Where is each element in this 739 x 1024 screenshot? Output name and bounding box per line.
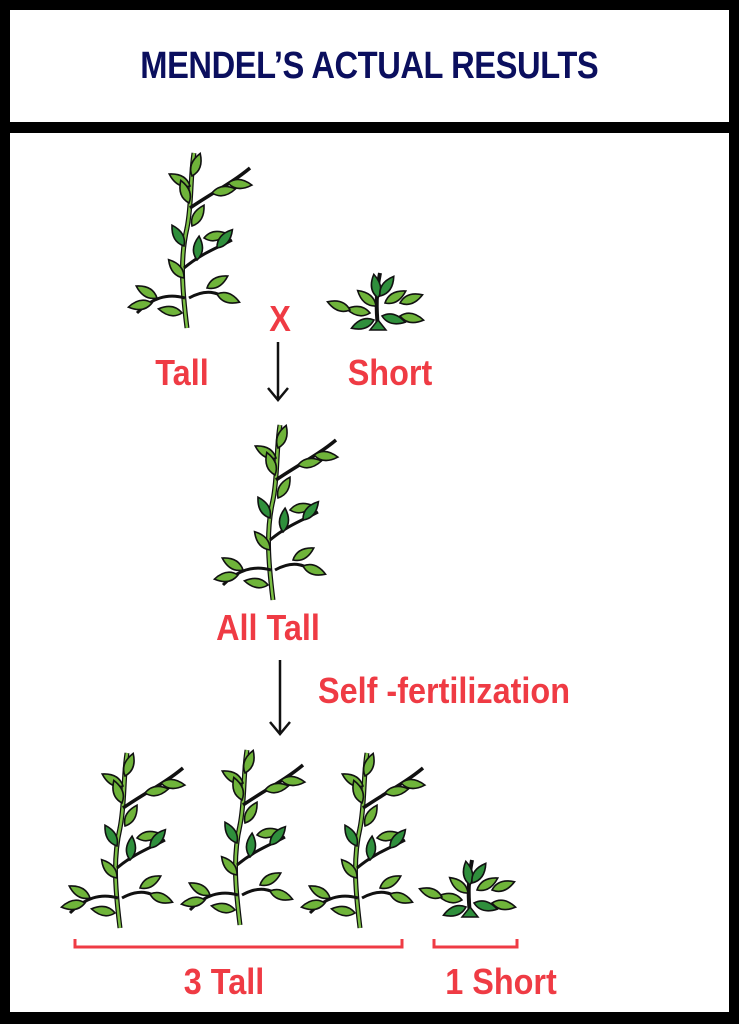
f2-tall-plant-2 [181,749,306,925]
f2-short-plant [418,860,517,919]
short-parent-label: Short [347,352,433,393]
self-fertilization-label: Self -fertilization [317,670,571,711]
diagram-panel [10,133,729,1012]
f2-tall-bracket [73,939,404,949]
parent-tall-plant [128,152,253,328]
f2-tall-label: 3 Tall [183,961,265,1002]
f2-short-label: 1 Short [445,961,557,1002]
down-arrow-icon [269,660,291,736]
f2-tall-plant-1 [61,752,186,928]
tall-parent-label: Tall [155,352,209,393]
page-title: MENDEL’S ACTUAL RESULTS [140,44,599,87]
f1-label: All Tall [216,607,320,648]
f1-tall-plant [214,424,339,600]
title-banner: MENDEL’S ACTUAL RESULTS [10,10,729,122]
down-arrow-icon [267,342,289,402]
cross-symbol: X [269,298,291,339]
parent-short-plant [326,273,425,332]
f2-tall-plant-3 [301,752,426,928]
f2-short-bracket [432,939,519,949]
